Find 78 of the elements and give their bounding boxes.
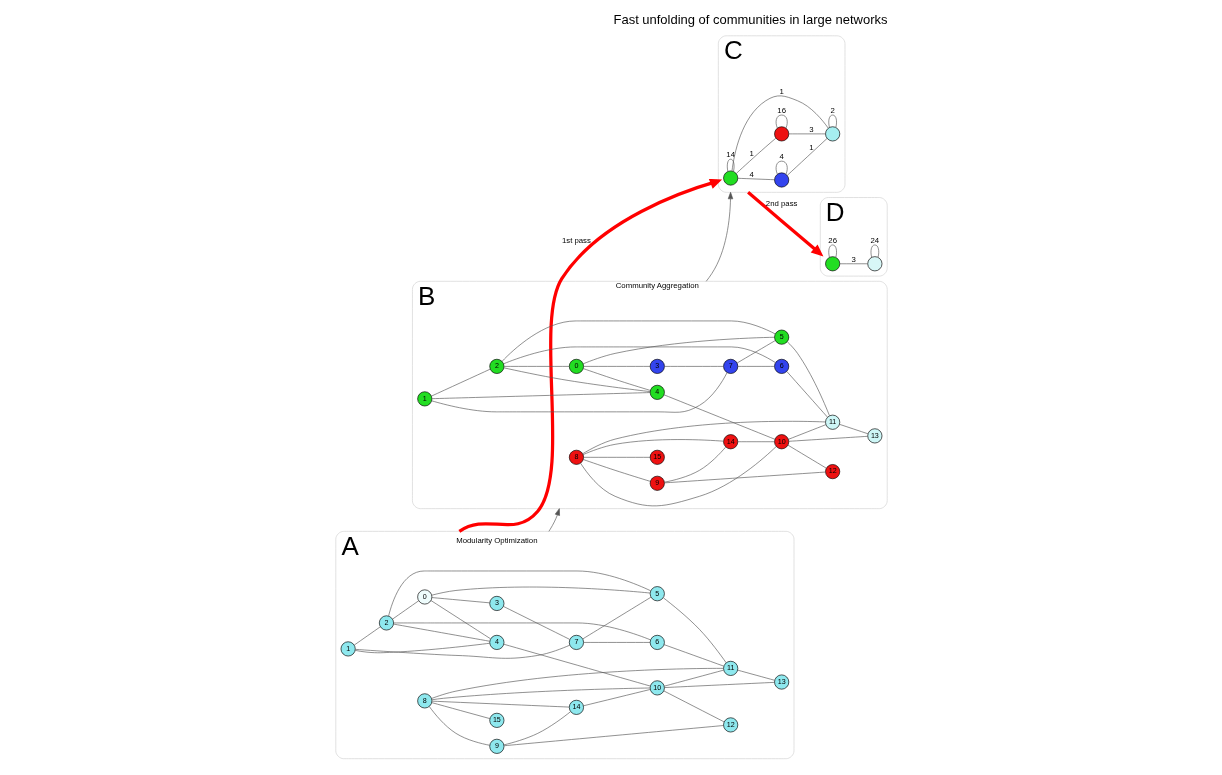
connector	[736, 340, 775, 364]
connector	[431, 597, 490, 604]
connector	[775, 160, 788, 175]
connector	[726, 158, 734, 172]
connector	[663, 394, 775, 440]
connector	[786, 138, 827, 176]
connector	[786, 341, 830, 416]
connector	[582, 689, 651, 707]
node-circle	[824, 126, 840, 142]
connector	[582, 439, 724, 455]
connector	[501, 320, 775, 362]
connector	[354, 644, 570, 659]
connector	[391, 600, 419, 620]
connector	[787, 444, 826, 469]
connector	[827, 114, 837, 128]
connector	[737, 366, 775, 367]
connector	[663, 366, 724, 367]
connector	[737, 441, 775, 443]
connector	[387, 570, 651, 617]
connector	[581, 420, 826, 455]
connector	[431, 700, 570, 708]
connector	[428, 706, 490, 746]
connector	[354, 642, 490, 654]
connector	[787, 424, 826, 440]
connector	[430, 368, 491, 397]
connector	[786, 371, 828, 418]
arrow	[458, 178, 722, 533]
diagram-title: Fast unfolding of communities in large networks	[613, 12, 887, 28]
node-circle	[773, 126, 789, 142]
connector	[503, 643, 651, 687]
connector	[663, 682, 775, 688]
connector	[663, 690, 724, 723]
connector	[431, 586, 650, 596]
arrow	[705, 192, 733, 282]
connector	[839, 263, 868, 265]
connector	[502, 346, 776, 365]
connector	[582, 642, 650, 643]
connector	[736, 669, 775, 681]
connector	[581, 596, 651, 640]
connector	[430, 668, 724, 699]
connector	[663, 669, 724, 687]
node-circle	[824, 256, 840, 272]
connector	[731, 95, 828, 172]
connector	[827, 244, 837, 258]
connector	[503, 366, 569, 367]
node-circle	[773, 172, 789, 188]
connector	[663, 644, 724, 667]
connector	[788, 133, 826, 135]
connector	[582, 457, 650, 458]
arrow	[548, 508, 560, 532]
connector	[582, 368, 650, 391]
connector	[870, 244, 879, 258]
connector	[353, 626, 381, 646]
node-circle	[722, 170, 738, 186]
connector	[392, 623, 490, 642]
connector	[430, 702, 490, 719]
connector	[735, 137, 776, 174]
connector	[775, 114, 788, 129]
connector	[582, 459, 650, 482]
connector	[662, 597, 727, 664]
connector	[392, 622, 651, 641]
connector	[430, 600, 491, 640]
connector	[430, 372, 727, 413]
connector	[663, 446, 726, 483]
connector	[431, 687, 650, 701]
connector	[503, 711, 571, 746]
connector	[431, 392, 650, 399]
connector	[582, 366, 650, 367]
connector	[838, 424, 868, 435]
connector	[502, 606, 570, 640]
connector	[503, 725, 724, 747]
connector	[788, 435, 868, 442]
connector	[663, 471, 826, 484]
node-circle	[866, 256, 882, 272]
connector	[737, 177, 775, 181]
connector	[582, 336, 775, 365]
connector	[503, 367, 650, 392]
arrow	[746, 191, 823, 257]
